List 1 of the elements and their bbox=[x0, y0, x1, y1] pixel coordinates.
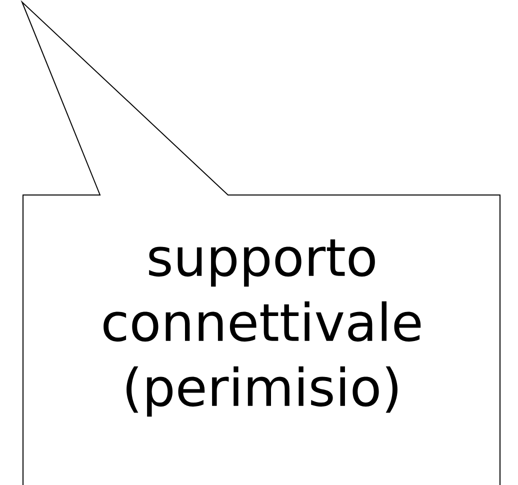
callout-box: supporto connettivale (perimisio) bbox=[20, 0, 500, 485]
